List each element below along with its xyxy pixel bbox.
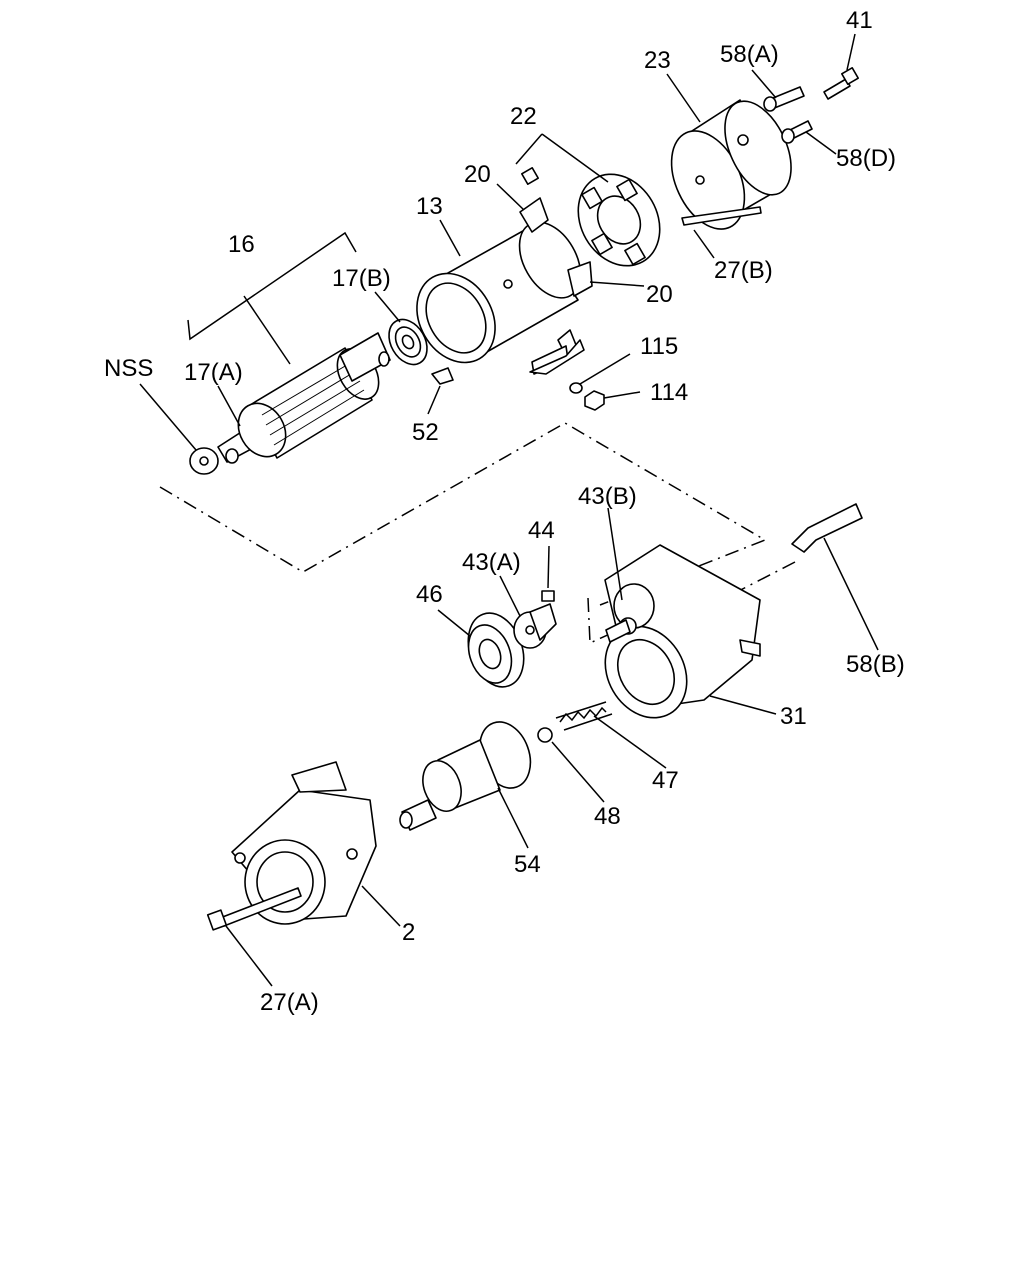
tube-58b xyxy=(791,503,863,553)
label-48: 48 xyxy=(594,803,621,830)
label-nss: NSS xyxy=(104,355,153,382)
label-27b: 27(B) xyxy=(714,257,773,284)
bolt-27a xyxy=(206,887,302,931)
label-13: 13 xyxy=(416,193,443,220)
terminal-assembly xyxy=(529,339,605,411)
label-31: 31 xyxy=(780,703,807,730)
brush-holder-22 xyxy=(521,167,661,267)
label-16: 16 xyxy=(228,231,255,258)
label-54: 54 xyxy=(514,851,541,878)
label-115: 115 xyxy=(640,333,678,360)
label-44: 44 xyxy=(528,517,555,544)
label-43b: 43(B) xyxy=(578,483,637,510)
yoke-part-13 xyxy=(416,197,593,375)
spring-47 xyxy=(555,701,613,731)
bolt-27b xyxy=(681,206,762,226)
label-52: 52 xyxy=(412,419,439,446)
clip-52 xyxy=(431,367,454,385)
label-46: 46 xyxy=(416,581,443,608)
bearing-17b xyxy=(388,318,428,366)
label-58d: 58(D) xyxy=(836,145,896,172)
fitting-58d xyxy=(781,120,813,144)
label-22: 22 xyxy=(510,103,537,130)
label-114: 114 xyxy=(650,379,688,406)
washer-nss xyxy=(189,447,219,475)
label-43a: 43(A) xyxy=(462,549,521,576)
fitting-58a xyxy=(763,86,805,112)
retainer-43a xyxy=(513,603,557,649)
label-2: 2 xyxy=(402,919,415,946)
clutch-54 xyxy=(399,721,532,831)
label-20-lower: 20 xyxy=(646,281,673,308)
label-23: 23 xyxy=(644,47,671,74)
screw-41 xyxy=(823,67,859,100)
label-17b: 17(B) xyxy=(332,265,391,292)
label-27a: 27(A) xyxy=(260,989,319,1016)
label-58b: 58(B) xyxy=(846,651,905,678)
callout-labels: 41 58(A) 23 22 58(D) 20 13 16 17(B) 20 2… xyxy=(104,7,905,1016)
end-cover-23 xyxy=(670,99,792,230)
ball-48 xyxy=(537,727,553,743)
label-17a: 17(A) xyxy=(184,359,243,386)
front-housing-2 xyxy=(231,761,377,925)
leader-lines xyxy=(139,33,879,987)
label-41: 41 xyxy=(846,7,873,34)
assembly-line-armature-to-housing xyxy=(159,422,767,606)
label-20-upper: 20 xyxy=(464,161,491,188)
center-housing-31 xyxy=(604,544,761,719)
label-58a: 58(A) xyxy=(720,41,779,68)
ball-44 xyxy=(541,590,555,602)
armature-part-16 xyxy=(217,332,391,464)
gear-46 xyxy=(467,612,525,688)
label-47: 47 xyxy=(652,767,679,794)
